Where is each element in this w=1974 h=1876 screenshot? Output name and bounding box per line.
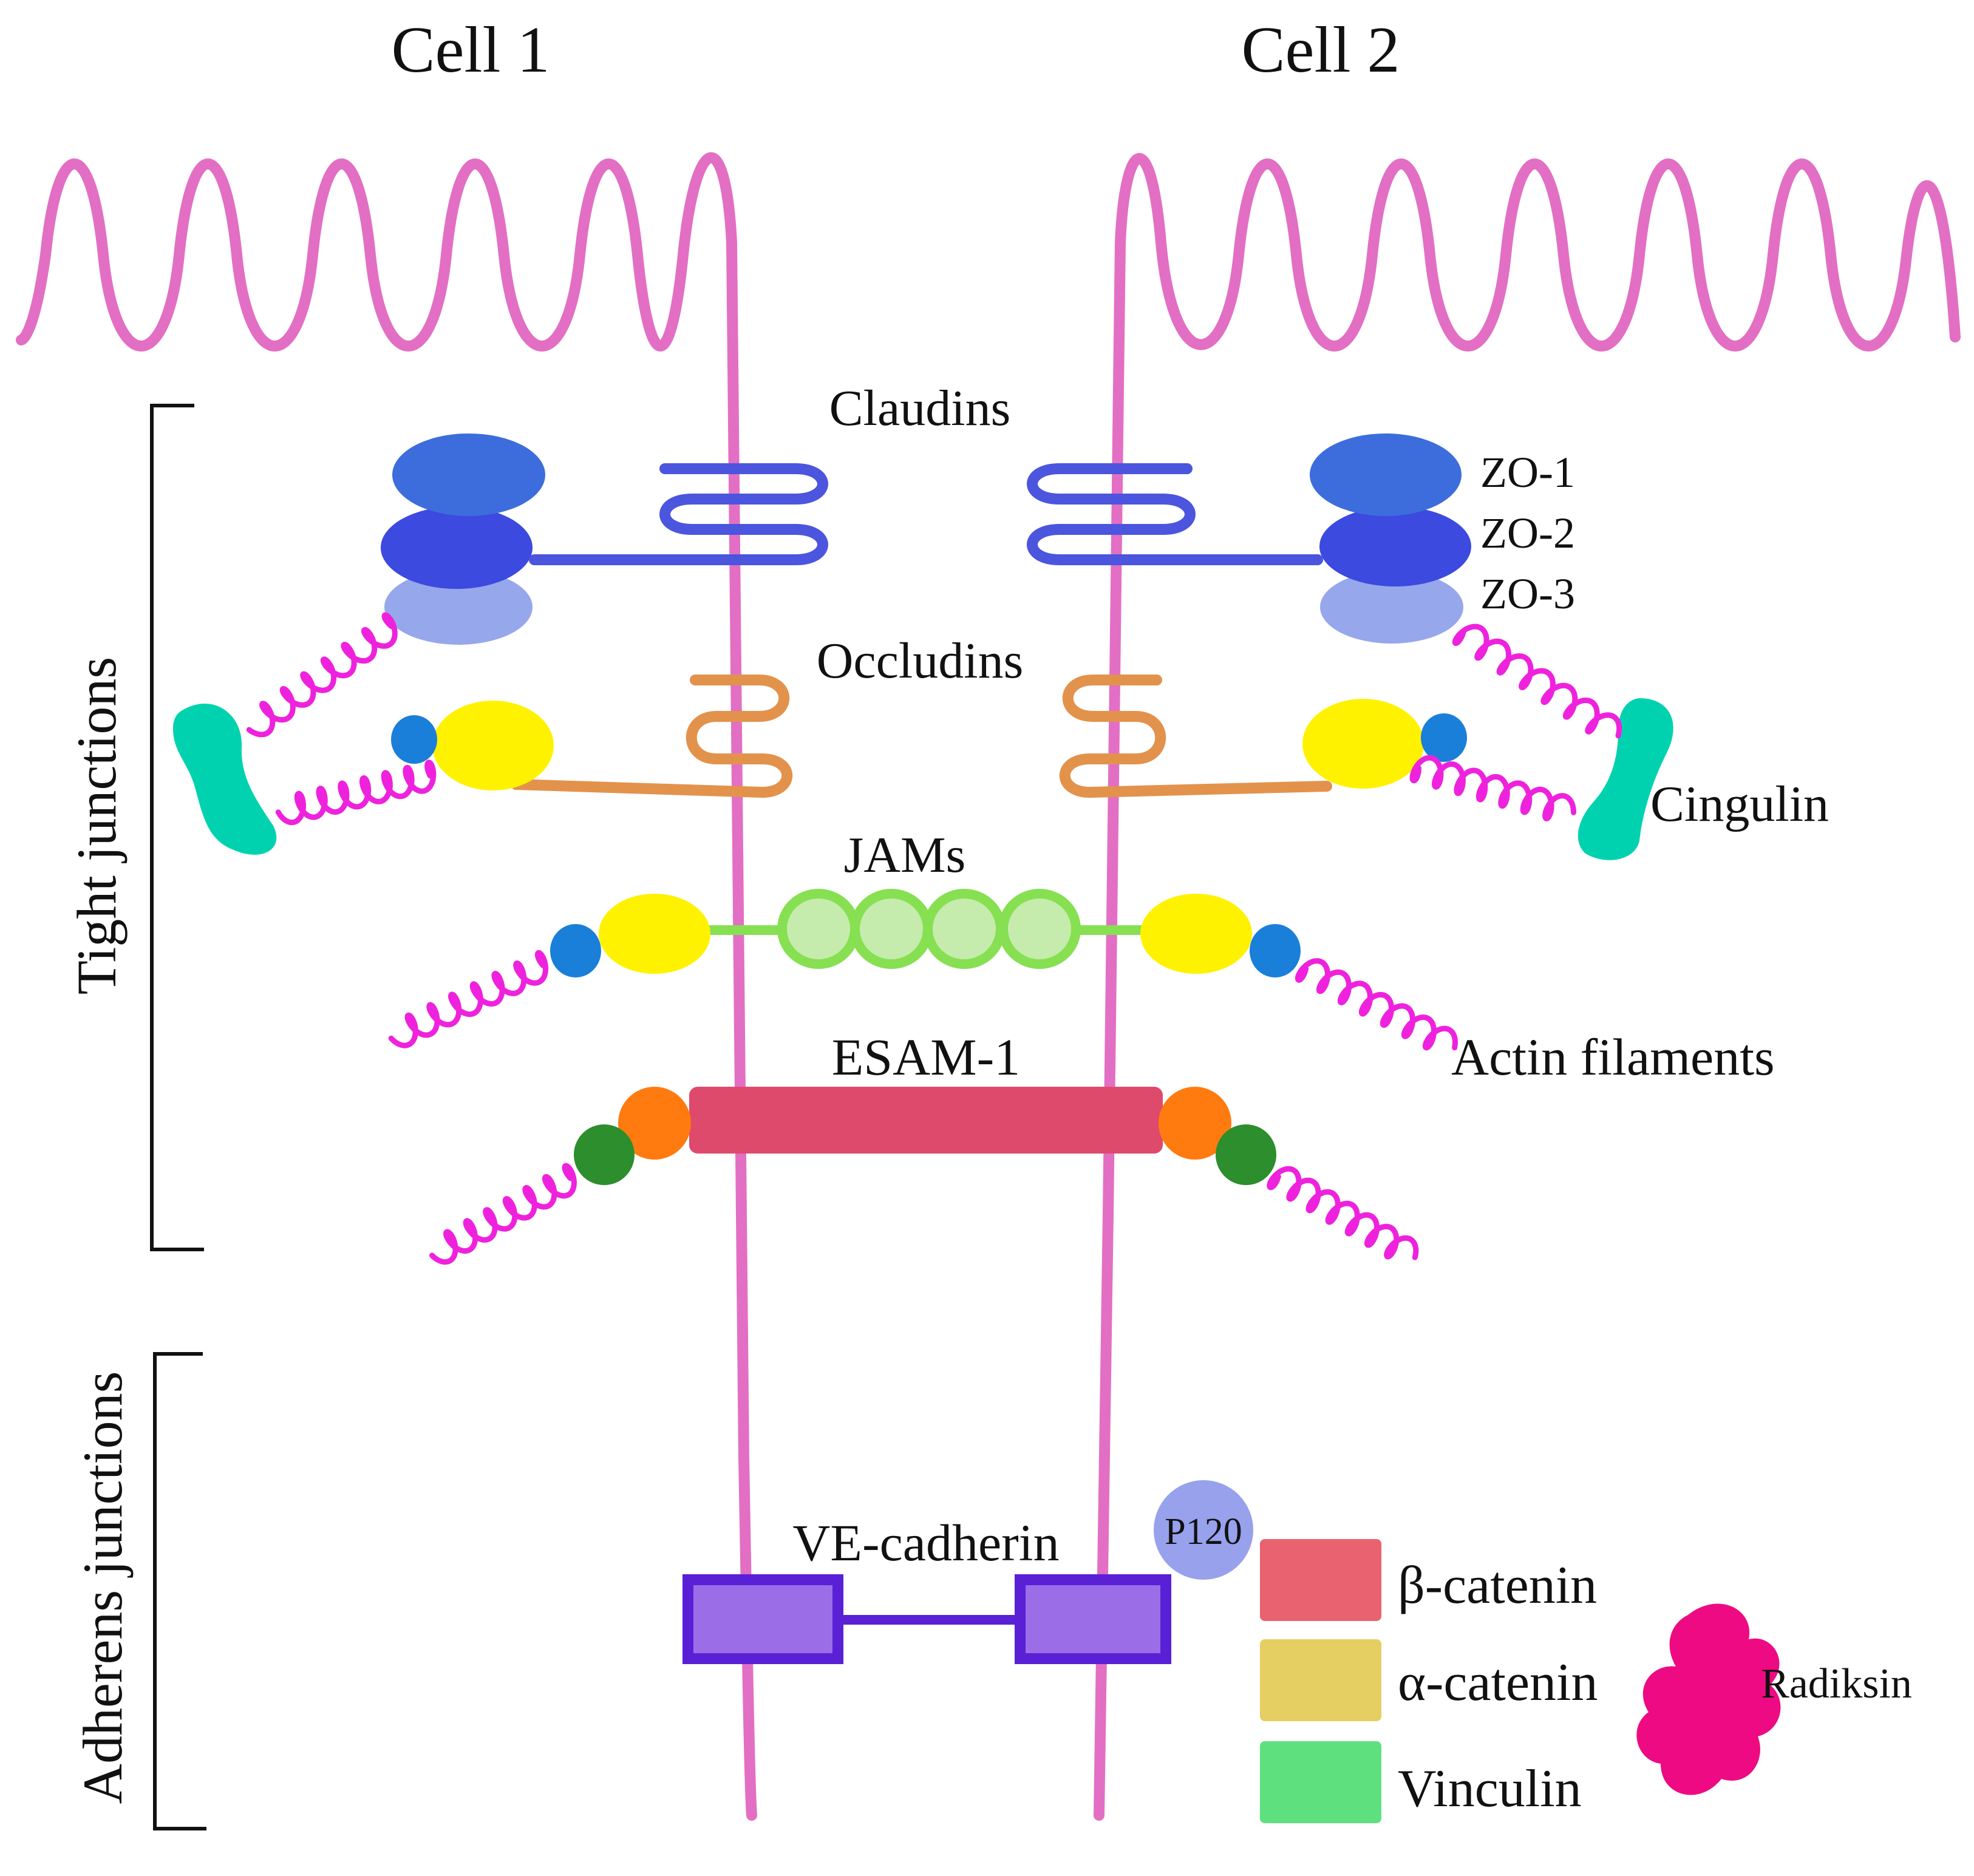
legend-label-vinculin: Vinculin [1398,1759,1582,1818]
legend-label-alpha-catenin: α-catenin [1398,1653,1598,1712]
occludin-adaptor-blue-right [1421,713,1467,762]
zo-2-label: ZO-2 [1480,509,1575,557]
jam-adaptor-yellow-left [599,894,710,974]
esam-label: ESAM-1 [832,1028,1021,1086]
claudin-right [1027,463,1323,565]
zo-3-label: ZO-3 [1480,569,1575,618]
jam-adaptor-yellow-right [1140,894,1252,974]
p120-circle [1154,1480,1253,1580]
radiksin-label: Radiksin [1761,1660,1912,1707]
tight-junctions-label: Tight junctions [66,657,128,994]
legend-swatch-beta-catenin [1260,1539,1381,1621]
ve-cadherin-left [682,1574,843,1664]
esam-orange-right [1159,1087,1231,1160]
p120-label: P120 [1165,1511,1242,1552]
zo-complex-left [381,433,545,645]
zo-1-label: ZO-1 [1480,448,1575,497]
cingulin-label: Cingulin [1650,776,1829,832]
ve-cadherin-label: VE-cadherin [792,1514,1059,1572]
zo-2-right [1319,506,1471,586]
legend-swatch-vinculin [1260,1741,1381,1823]
actin-occludin-right [1409,755,1576,821]
occludin-adaptor-yellow-right [1302,699,1424,789]
jam-domain-2 [850,889,933,969]
actin-filaments-label: Actin filaments [1451,1028,1775,1086]
legend: β-catenin α-catenin Vinculin [1260,1539,1598,1823]
zo-1-left [392,433,545,516]
legend-swatch-alpha-catenin [1260,1639,1381,1721]
actin-esam-left [429,1163,577,1265]
ve-cadherin-right [1015,1574,1171,1664]
zo-3-left [384,569,533,645]
jam-domain-1 [777,889,860,969]
occludin-left [511,675,793,798]
legend-label-beta-catenin: β-catenin [1398,1556,1597,1615]
jam-domains [777,889,1081,969]
zo-2-left [381,506,533,589]
zo-complex-right [1310,433,1471,644]
cingulin-left [173,703,277,855]
claudins-label: Claudins [829,380,1011,437]
occludin-right [1059,675,1332,798]
radiksin-shape [1636,1603,1781,1795]
esam-orange-left [618,1087,691,1160]
claudin-left [529,463,828,565]
adherens-junctions-label: Adherens junctions [72,1371,134,1804]
occludin-adaptor-yellow-left [432,701,554,790]
actin-esam-right [1267,1166,1419,1260]
actin-filaments [246,612,1622,1265]
membrane-cell-1 [16,152,757,1821]
occludins-label: Occludins [817,633,1024,689]
jams-label: JAMs [844,827,966,883]
actin-jam-left [388,950,549,1048]
tight-junctions-bracket [150,404,204,1251]
esam-green-right [1216,1124,1276,1185]
occludin-adaptor-blue-left [391,715,437,764]
cell-2-title: Cell 2 [1242,14,1400,86]
cingulin-right [1577,698,1673,860]
actin-jam-right [1295,958,1458,1051]
esam-bar [689,1087,1163,1154]
jam-domain-4 [998,889,1081,969]
adherens-junctions-bracket [153,1352,206,1830]
zo-1-right [1310,433,1462,516]
esam-green-left [574,1124,635,1185]
jam-domain-3 [923,889,1006,969]
cell-1-title: Cell 1 [392,14,550,86]
jam-adaptor-blue-left [550,924,601,977]
actin-occludin-left [275,760,437,826]
zo-3-right [1320,571,1463,644]
actin-zo-right [1452,624,1622,739]
jam-adaptor-blue-right [1250,924,1301,977]
actin-zo-left [246,612,398,738]
